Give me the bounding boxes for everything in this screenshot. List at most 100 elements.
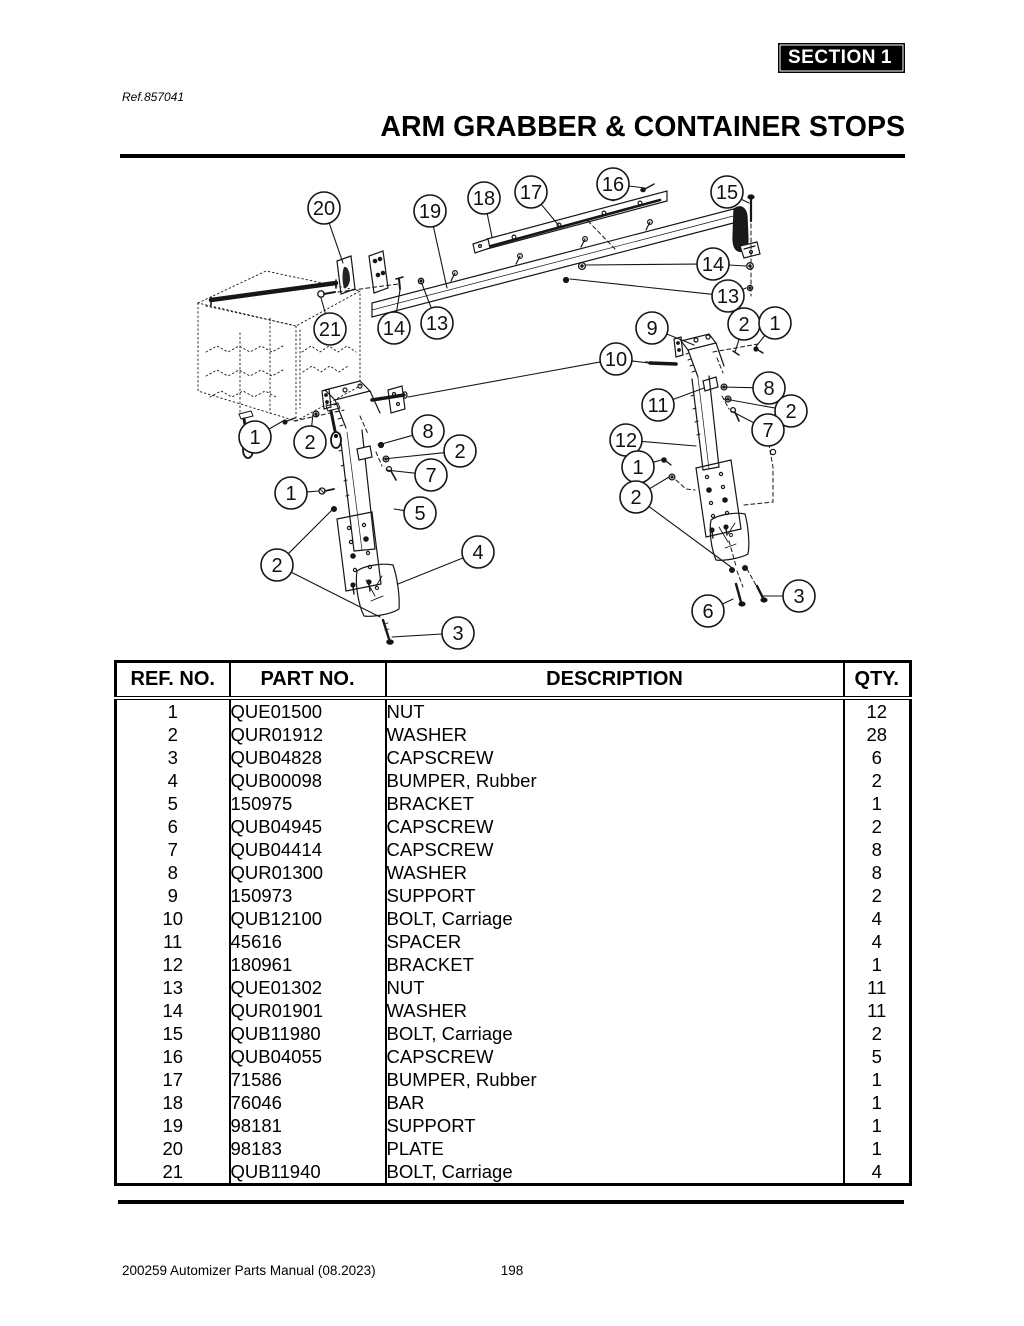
callout-circle — [462, 536, 494, 568]
callout-circle — [728, 308, 760, 340]
part-no-cell: QUB04945 — [228, 815, 387, 838]
leader-line — [725, 399, 775, 408]
part-no-cell: 150973 — [228, 884, 387, 907]
callout-circle — [468, 182, 500, 214]
leader-line — [741, 199, 749, 203]
callout-number: 2 — [785, 401, 796, 423]
ref-no-cell: 10 — [114, 907, 231, 930]
callout-number: 3 — [452, 623, 463, 645]
column-header-description: DESCRIPTION — [384, 661, 845, 700]
callout-circle — [642, 389, 674, 421]
description-cell: NUT — [384, 976, 845, 999]
callout-number: 1 — [632, 457, 643, 479]
part-no-cell: QUB11940 — [228, 1160, 387, 1185]
callout-circle — [412, 415, 444, 447]
part-no-cell: 45616 — [228, 930, 387, 953]
ref-no-cell: 17 — [114, 1068, 231, 1091]
part-no-cell: QUB12100 — [228, 907, 387, 930]
callout-number: 14 — [383, 318, 405, 340]
callout-19: 19 — [414, 195, 447, 288]
qty-cell: 1 — [842, 953, 912, 976]
qty-cell: 1 — [842, 1068, 912, 1091]
callout-number: 8 — [763, 378, 774, 400]
callout-number: 16 — [602, 174, 624, 196]
title-rule — [120, 154, 905, 158]
callout-2: 2 — [383, 435, 476, 467]
section-badge: SECTION 1 — [778, 43, 905, 73]
description-cell: BAR — [384, 1091, 845, 1114]
callout-circle — [239, 421, 271, 453]
callout-circle — [620, 481, 652, 513]
description-cell: WASHER — [384, 861, 845, 884]
leader-line — [378, 435, 413, 445]
description-cell: SUPPORT — [384, 1114, 845, 1137]
rail-assembly-illustration — [318, 184, 760, 317]
qty-cell: 1 — [842, 1091, 912, 1114]
leader-line — [729, 265, 746, 266]
leader-line — [398, 558, 463, 584]
callout-number: 9 — [646, 318, 657, 340]
ref-no-cell: 19 — [114, 1114, 231, 1137]
leader-line — [383, 453, 444, 459]
leader-line — [632, 361, 649, 363]
description-cell: CAPSCREW — [384, 815, 845, 838]
ref-label: Ref.857041 — [122, 90, 185, 104]
callout-circle — [261, 549, 293, 581]
callout-circle — [275, 477, 307, 509]
ref-no-cell: 5 — [114, 792, 231, 815]
callout-16: 16 — [597, 168, 645, 200]
callout-number: 7 — [425, 465, 436, 487]
leader-line — [667, 334, 694, 345]
ref-no-cell: 1 — [114, 698, 231, 723]
qty-cell: 6 — [842, 746, 912, 769]
callout-9: 9 — [636, 312, 694, 345]
footer-page-number: 198 — [500, 1263, 524, 1278]
part-no-cell: 98183 — [228, 1137, 387, 1160]
leader-line — [392, 634, 442, 637]
callout-number: 14 — [702, 254, 724, 276]
callout-circle — [775, 395, 807, 427]
callout-circle — [597, 168, 629, 200]
callout-8: 8 — [378, 415, 444, 447]
qty-cell: 8 — [842, 861, 912, 884]
qty-cell: 1 — [842, 1114, 912, 1137]
callout-circle — [404, 497, 436, 529]
leader-line — [743, 288, 746, 290]
qty-cell: 2 — [842, 769, 912, 792]
ref-no-cell: 16 — [114, 1045, 231, 1068]
part-no-cell: 150975 — [228, 792, 387, 815]
ref-no-cell: 14 — [114, 999, 231, 1022]
part-no-cell: QUB11980 — [228, 1022, 387, 1045]
callout-number: 13 — [717, 286, 739, 308]
callout-circle — [442, 617, 474, 649]
description-cell: CAPSCREW — [384, 1045, 845, 1068]
callout-18: 18 — [468, 182, 500, 237]
cart-casters — [239, 403, 341, 458]
part-no-cell: QUR01901 — [228, 999, 387, 1022]
column-header-qty: QTY. — [842, 661, 912, 700]
description-cell: BOLT, Carriage — [384, 1160, 845, 1185]
callout-17: 17 — [515, 176, 560, 227]
description-cell: BOLT, Carriage — [384, 1022, 845, 1045]
description-cell: BUMPER, Rubber — [384, 769, 845, 792]
callout-1: 1 — [622, 451, 661, 483]
footer-manual-title: 200259 Automizer Parts Manual (08.2023) — [122, 1263, 376, 1278]
leader-line — [629, 186, 645, 188]
column-header-ref-no: REF. NO. — [114, 661, 231, 700]
callout-3: 3 — [763, 580, 815, 612]
description-cell: SUPPORT — [384, 884, 845, 907]
callout-4: 4 — [398, 536, 494, 584]
ref-no-cell: 12 — [114, 953, 231, 976]
leader-line — [329, 223, 343, 263]
qty-cell: 5 — [842, 1045, 912, 1068]
callout-6: 6 — [692, 595, 733, 627]
